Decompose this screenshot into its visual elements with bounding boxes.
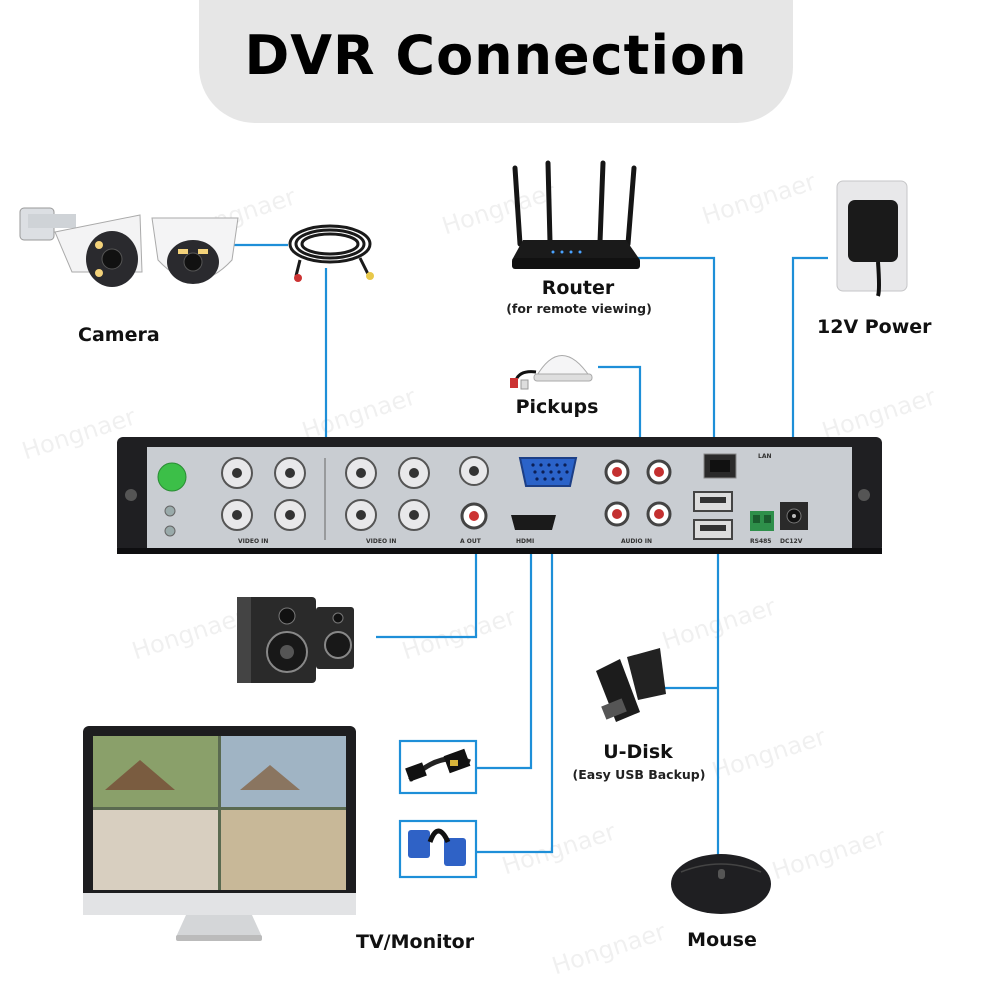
vga-port — [518, 457, 578, 487]
vga-to-cable-line — [476, 483, 554, 854]
rs485-label: RS485 — [750, 538, 771, 545]
vga-cable-frame — [398, 819, 478, 879]
aout-to-speaker-line — [376, 517, 478, 639]
udisk-sublabel: (Easy USB Backup) — [572, 767, 706, 782]
router-to-lan-line — [637, 256, 716, 455]
mouse-icon — [671, 854, 771, 914]
hdmi-cable-frame — [398, 739, 478, 795]
router-label: Router — [541, 277, 615, 299]
udisk-label: U-Disk — [603, 741, 673, 763]
screw-icon — [858, 489, 870, 501]
router-icon — [512, 160, 640, 269]
pickups-to-audio-in-line — [598, 365, 642, 455]
usb-drive-icon — [596, 648, 666, 722]
dvr-recorder: VIDEO IN VIDEO IN A OUT HDMI — [117, 437, 882, 554]
router-sublabel: (for remote viewing) — [506, 301, 652, 316]
video-in-ports: VIDEO IN VIDEO IN — [221, 457, 430, 545]
title-banner: DVR Connection — [199, 0, 793, 123]
power-adapter-icon — [836, 180, 908, 297]
page-title: DVR Connection — [244, 24, 748, 87]
video-in-label: VIDEO IN — [366, 538, 396, 545]
dome-camera-icon — [151, 217, 239, 284]
ground-terminal-icon — [157, 462, 187, 492]
monitor-icon — [83, 726, 356, 941]
hdmi-cable-icon — [405, 748, 471, 782]
power-to-dc-line — [791, 256, 828, 493]
dc12v-port: DC12V — [780, 502, 808, 545]
power-label: 12V Power — [817, 316, 932, 338]
mouse-label: Mouse — [687, 929, 757, 951]
screw-icon — [125, 489, 137, 501]
rs485-port: RS485 — [750, 511, 774, 545]
audio-in-ports: AUDIO IN — [604, 459, 672, 545]
dc12v-label: DC12V — [780, 538, 803, 545]
a-out-label: A OUT — [460, 538, 482, 545]
bullet-camera-icon — [19, 207, 143, 287]
vga-cable-icon — [408, 828, 466, 866]
hdmi-label: HDMI — [516, 538, 534, 545]
microphone-pickup-icon — [510, 355, 593, 390]
lan-label: LAN — [758, 453, 772, 460]
speaker-icon — [237, 597, 354, 683]
tv-monitor-label: TV/Monitor — [356, 931, 475, 953]
audio-in-label: AUDIO IN — [621, 538, 652, 545]
pickups-label: Pickups — [515, 396, 599, 418]
hdmi-port: HDMI — [511, 515, 556, 545]
hdmi-to-cable-line — [476, 525, 533, 770]
usb-ports — [693, 491, 733, 540]
video-in-label: VIDEO IN — [238, 538, 268, 545]
audio-out-port: A OUT — [459, 456, 489, 545]
lan-port: LAN — [703, 453, 772, 479]
camera-label: Camera — [78, 324, 160, 346]
cable-coil-icon — [288, 224, 374, 282]
